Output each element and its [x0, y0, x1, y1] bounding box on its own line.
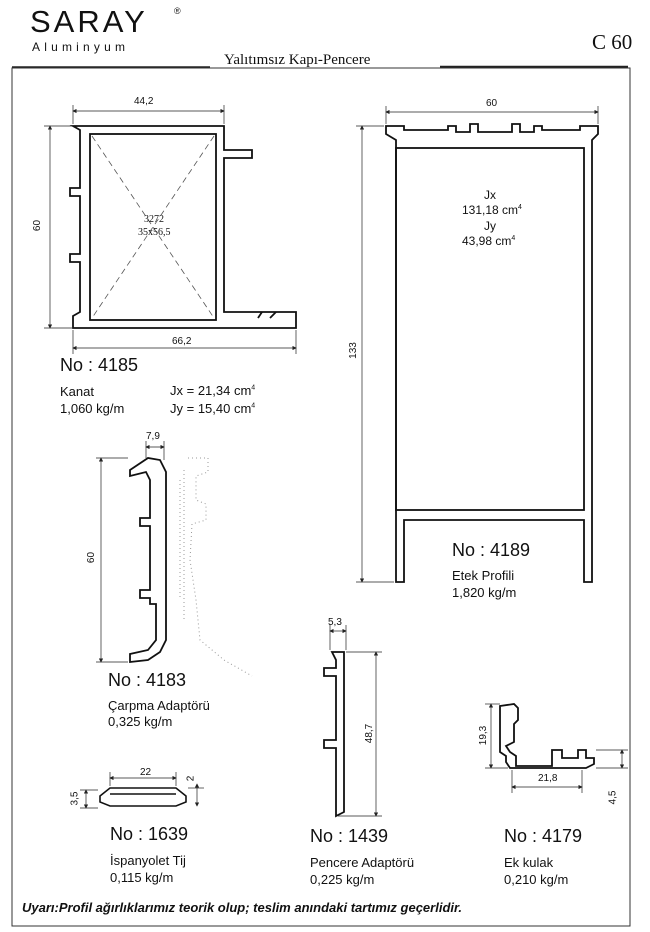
page-frame [11, 67, 631, 927]
section-4185-code: 3272 [144, 214, 164, 225]
dim-4189-width: 60 [486, 98, 498, 109]
page-code: C 60 [592, 30, 633, 54]
profile-1439-name: Pencere Adaptörü [310, 855, 415, 870]
profile-4179-drawing [499, 703, 595, 769]
profile-1439-weight: 0,225 kg/m [310, 872, 375, 887]
profile-4189-jy-value: 43,98 cm4 [462, 234, 516, 248]
dim-1439-top: 5,3 [328, 617, 342, 628]
profile-1439-drawing [323, 651, 345, 818]
profile-1639-dimensions [80, 772, 204, 809]
dim-4183-height: 60 [86, 551, 98, 564]
brand-subtitle: Aluminyum [32, 40, 130, 54]
profile-4185-weight: 1,060 kg/m [60, 401, 125, 416]
dim-1639-right: 2 [185, 775, 197, 782]
profile-4189-jy-label: Jy [484, 219, 496, 233]
profile-4189-dimensions [356, 106, 599, 583]
page-title: Yalıtımsız Kapı-Pencere [224, 52, 371, 68]
profile-4189-jx-label: Jx [484, 188, 496, 202]
profile-1639-number: No : 1639 [110, 824, 189, 844]
profile-4185-name: Kanat [60, 384, 94, 399]
profile-4183-ghost [179, 457, 253, 677]
profile-4185-diagonals [91, 135, 215, 319]
profile-4183-dimensions [96, 441, 165, 663]
dim-4179-width: 21,8 [538, 773, 558, 784]
profile-1639-drawing [99, 787, 187, 807]
dim-1639-width: 22 [140, 767, 152, 778]
profile-4185-jx: Jx = 21,34 cm4 [170, 383, 256, 398]
profile-4183-name: Çarpma Adaptörü [108, 698, 210, 713]
profile-4189-name: Etek Profili [452, 568, 515, 583]
profile-4189-drawing [385, 123, 599, 583]
dim-1639-height: 3,5 [69, 791, 81, 806]
profile-4179-number: No : 4179 [504, 826, 583, 846]
dim-4189-height: 133 [347, 342, 359, 359]
dim-4183-top: 7,9 [146, 431, 160, 442]
weight-warning: Uyarı:Profil ağırlıklarımız teorik olup;… [22, 900, 462, 915]
section-4185-size: 35x56,5 [138, 227, 171, 238]
profile-4189-number: No : 4189 [452, 540, 531, 560]
dim-1439-height: 48,7 [364, 723, 376, 744]
registered-mark: ® [174, 6, 181, 16]
dim-4179-height: 19,3 [478, 725, 490, 746]
profile-4179-name: Ek kulak [504, 855, 554, 870]
profile-4183-drawing [129, 457, 167, 664]
profile-1439-dimensions [329, 625, 382, 817]
profile-4189-jx-value: 131,18 cm4 [462, 203, 522, 217]
profile-4179-dimensions [485, 703, 628, 793]
dim-4185-bottom: 66,2 [172, 336, 192, 347]
profile-4183-number: No : 4183 [108, 670, 187, 690]
profile-4179-weight: 0,210 kg/m [504, 872, 569, 887]
profile-1639-weight: 0,115 kg/m [110, 870, 174, 885]
profile-4185-number: No : 4185 [60, 355, 139, 375]
profile-4183-weight: 0,325 kg/m [108, 714, 173, 729]
profile-1639-name: İspanyolet Tij [110, 853, 186, 868]
brand-logo: SARAY [30, 4, 148, 39]
dim-4185-top: 44,2 [134, 96, 154, 107]
profile-4185-dimensions [44, 105, 297, 354]
dim-4185-height: 60 [32, 219, 44, 232]
profile-4189-weight: 1,820 kg/m [452, 585, 517, 600]
profile-4185-jy: Jy = 15,40 cm4 [170, 401, 256, 416]
profile-1439-number: No : 1439 [310, 826, 389, 846]
dim-4179-thickness: 4,5 [607, 790, 619, 805]
profile-4185-drawing [69, 125, 297, 329]
